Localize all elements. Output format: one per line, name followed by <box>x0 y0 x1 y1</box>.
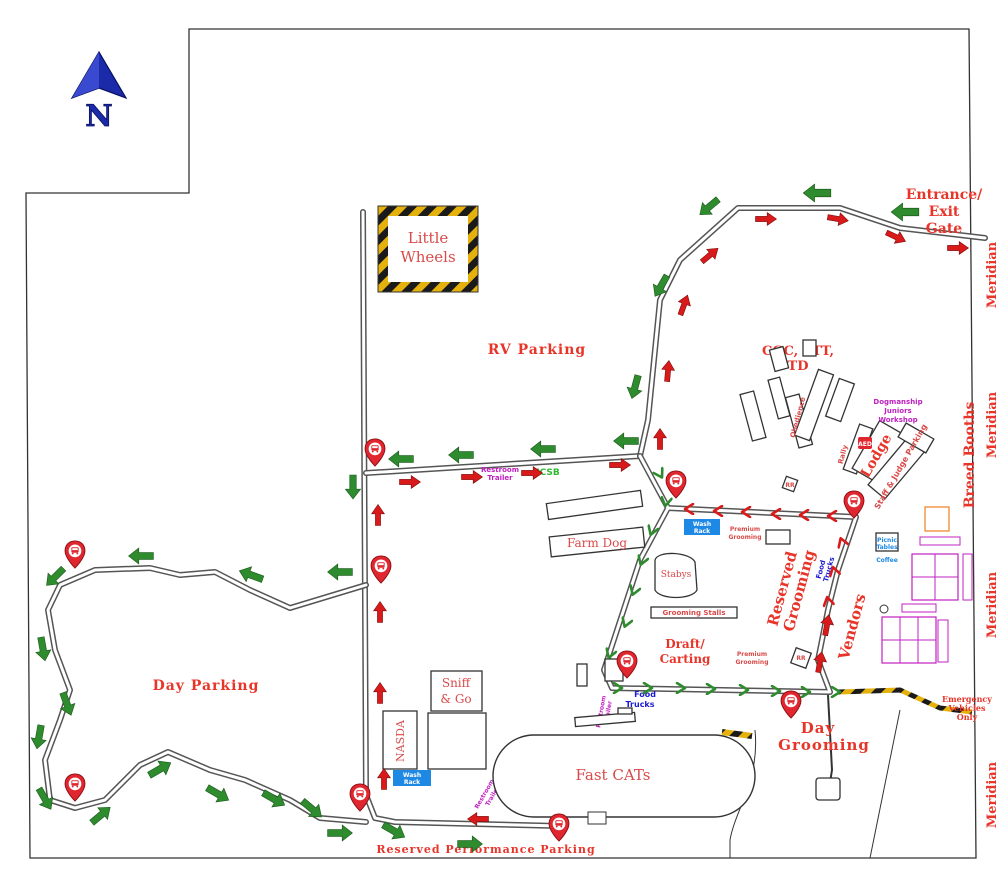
emergency-line1: Emergency <box>942 694 992 704</box>
hazard-strip <box>721 729 753 739</box>
premium-grooming-bottom-1: Premium <box>737 651 767 658</box>
fast-cats-track: Fast CATs <box>492 734 756 825</box>
building-small-1 <box>765 529 791 545</box>
food-trucks-line1: Food <box>634 690 656 699</box>
dogmanship-line3: Workshop <box>878 416 917 424</box>
restroom-trailer-mid-2: Trailer <box>603 700 614 723</box>
north-compass-icon: N <box>70 50 128 134</box>
stabys-area: Stabys <box>654 552 698 599</box>
emergency-line3: Only <box>957 712 978 722</box>
sniff-go-building: Sniff & Go <box>430 670 483 712</box>
farm-dog-label: Farm Dog <box>567 536 627 550</box>
building-square <box>427 712 487 770</box>
grooming-stalls-label: Grooming Stalls <box>662 609 725 617</box>
dogmanship-line1: Dogmanship <box>873 398 922 406</box>
nasda-label: NASDA <box>394 719 407 762</box>
breed-booths-grid <box>879 506 973 664</box>
aed-label: AED <box>858 441 872 448</box>
meridian-label-1: Meridian <box>985 241 1000 308</box>
rv-parking-label: RV Parking <box>488 342 586 358</box>
entrance-gate-line2: Exit <box>929 204 960 220</box>
premium-grooming-top-1: Premium <box>730 526 760 533</box>
meridian-label-2: Meridian <box>985 391 1000 458</box>
little-wheels-line1: Little <box>408 229 449 247</box>
sniff-go-line2: & Go <box>440 692 471 706</box>
building-round <box>815 777 841 801</box>
restroom-trailer-line1: Restroom <box>481 466 519 474</box>
emergency-line2: Vehicles <box>948 703 986 713</box>
premium-grooming-bottom-2: Grooming <box>735 659 768 666</box>
nasda-building: NASDA <box>382 710 418 770</box>
draft-carting-line1: Draft/ <box>665 637 705 651</box>
rr-label-2: RR <box>796 655 806 662</box>
wash-rack-bottom <box>393 770 431 786</box>
grooming-stalls-box <box>650 606 738 619</box>
building-cluster <box>739 339 935 670</box>
restroom-trailer-line2: Trailer <box>487 474 513 482</box>
wash-rack-bottom-line2: Rack <box>404 779 421 786</box>
entrance-gate-line3: Gate <box>926 221 962 237</box>
little-wheels-area: Little Wheels <box>377 205 479 293</box>
breed-booths-label: Breed Booths <box>962 402 978 509</box>
farm-dog-building: Farm Dog <box>548 526 646 558</box>
meridian-label-4: Meridian <box>985 761 1000 828</box>
picnic-tables-line2: Tables <box>876 544 898 551</box>
sniff-go-line1: Sniff <box>442 676 472 690</box>
coffee-label: Coffee <box>876 557 898 564</box>
icsb-label: ICSB <box>536 468 560 478</box>
stabys-label: Stabys <box>661 570 692 580</box>
rr-label-1: RR <box>785 482 795 489</box>
food-trucks-box <box>574 711 637 728</box>
food-trucks-box-small <box>617 707 633 715</box>
building-small-2 <box>576 663 588 687</box>
wash-rack-bottom-line1: Wash <box>403 772 421 779</box>
wash-rack-top-line2: Rack <box>694 528 711 535</box>
meridian-label-3: Meridian <box>985 571 1000 638</box>
cgc-line2: TD <box>788 359 809 374</box>
day-grooming-line2: Grooming <box>778 736 870 754</box>
food-trucks-line2: Trucks <box>625 700 654 709</box>
aed-icon: AED <box>858 437 872 449</box>
compass-letter: N <box>85 99 112 134</box>
entrance-gate-line1: Entrance/ <box>906 187 983 203</box>
picnic-tables-line1: Picnic <box>877 537 897 544</box>
little-wheels-line2: Wheels <box>400 248 455 266</box>
day-parking-label: Day Parking <box>153 678 260 694</box>
dogmanship-line2: Juniors <box>883 407 911 415</box>
wash-rack-top <box>684 519 720 535</box>
draft-carting-line2: Carting <box>660 652 711 666</box>
property-boundary <box>25 28 977 859</box>
picnic-tables-box <box>875 532 899 552</box>
reserved-performance-label: Reserved Performance Parking <box>376 843 595 856</box>
premium-grooming-top-2: Grooming <box>728 534 761 541</box>
day-grooming-line1: Day <box>801 719 836 737</box>
building-long <box>545 489 644 521</box>
wash-rack-top-line1: Wash <box>693 521 711 528</box>
fast-cats-label: Fast CATs <box>576 766 651 784</box>
